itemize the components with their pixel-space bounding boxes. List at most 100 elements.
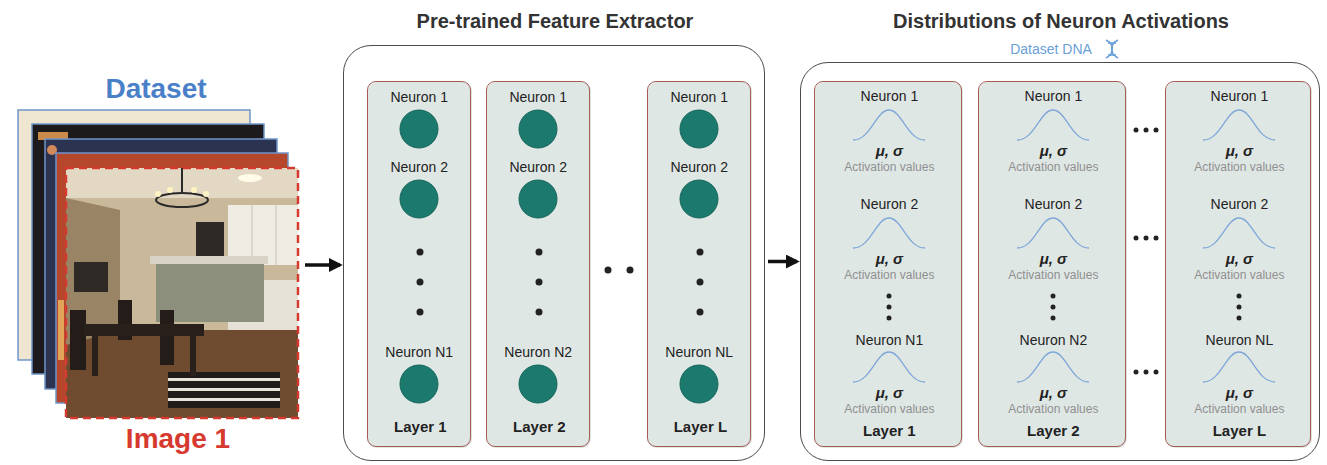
photo-chandelier	[156, 193, 208, 207]
dot	[1237, 305, 1242, 310]
dot	[536, 309, 543, 316]
photo-light	[191, 187, 197, 193]
photo-table-leg	[92, 336, 98, 376]
neuron-circle: Neuron 1	[518, 109, 558, 149]
neuron-shape	[679, 364, 719, 404]
dot	[1144, 236, 1149, 241]
bell-curve	[853, 218, 925, 248]
bell-curves	[853, 110, 1275, 382]
layer-fill	[487, 82, 591, 448]
neuron-shape	[679, 179, 719, 219]
layer-column: Neuron 1μ, σActivation valuesNeuron 2μ, …	[1165, 81, 1311, 447]
flow-arrow	[768, 260, 797, 264]
neuron-shape	[518, 109, 558, 149]
bell-curve	[1017, 352, 1089, 382]
photo-floor	[66, 330, 298, 418]
stat-label: μ, σ	[876, 384, 903, 402]
layer-column: Neuron 1Neuron 2Neuron N1Layer 1	[367, 81, 471, 447]
stat-label: μ, σ	[876, 142, 903, 160]
photo-rug-stripe	[168, 398, 280, 401]
dot	[627, 267, 634, 274]
photo-light	[203, 191, 209, 197]
neuron-circle: Neuron N2	[518, 364, 558, 404]
neuron-label: Neuron N1	[856, 332, 924, 349]
photo-rug-stripe	[168, 378, 280, 381]
neuron-label: Neuron 2	[1025, 196, 1083, 213]
neuron-shape	[518, 179, 558, 219]
neuron-circle-shape	[680, 365, 718, 403]
neuron-circle: Neuron 2	[399, 179, 439, 219]
neuron-circle-shape	[519, 180, 557, 218]
neuron-shape	[399, 109, 439, 149]
dna-rung	[1108, 54, 1116, 56]
dot	[1144, 370, 1149, 375]
dna-strand	[1106, 40, 1118, 58]
stat-label: μ, σ	[876, 250, 903, 268]
dot	[417, 309, 424, 316]
dot	[887, 316, 892, 321]
neuron-label: Neuron 1	[390, 89, 448, 106]
neuron-label: Neuron 1	[1025, 88, 1083, 105]
layer-column: Neuron 1 Neuron 2 Neuron N2 Layer 2	[486, 81, 590, 447]
layer-column: Neuron 1μ, σActivation valuesNeuron 2μ, …	[814, 81, 962, 447]
dot	[1237, 294, 1242, 299]
neuron-shape	[399, 364, 439, 404]
photo-light	[155, 191, 161, 197]
neuron-label: Neuron 2	[861, 196, 919, 213]
bell-curve	[1203, 110, 1275, 140]
photo-chandelier-chain	[181, 168, 183, 193]
layer-fill	[979, 82, 1127, 448]
stat-label: μ, σ	[1226, 142, 1253, 160]
axis-label: Activation values	[844, 402, 934, 416]
panel-box: Neuron 1μ, σActivation valuesNeuron 2μ, …	[800, 62, 1320, 461]
dot	[1051, 294, 1056, 299]
layer-column: Neuron 1μ, σActivation valuesNeuron 2μ, …	[978, 81, 1126, 447]
neuron-label: Neuron 2	[1211, 196, 1269, 213]
photo-cabinet-line	[276, 205, 277, 265]
dot	[1051, 305, 1056, 310]
axis-label: Activation values	[1194, 268, 1284, 282]
photo-table	[84, 324, 204, 336]
dot	[417, 249, 424, 256]
dot	[697, 279, 704, 286]
neuron-label: Neuron 1	[509, 89, 567, 106]
neuron-label: Neuron 2	[509, 159, 567, 176]
neuron-circle: Neuron N1	[399, 364, 439, 404]
dna-rung	[1108, 42, 1116, 44]
dot	[605, 267, 612, 274]
bell-curve	[1203, 352, 1275, 382]
photo-chair	[160, 310, 174, 365]
neuron-label: Neuron NL	[1206, 332, 1274, 349]
bell-curve	[853, 352, 925, 382]
axis-label: Activation values	[844, 268, 934, 282]
layer-fill	[1166, 82, 1312, 448]
axis-label: Activation values	[1008, 160, 1098, 174]
panel-title: Pre-trained Feature Extractor	[417, 9, 694, 33]
neuron-circle: Neuron 2	[518, 179, 558, 219]
dashed-frame	[66, 168, 298, 418]
stat-label: μ, σ	[1040, 142, 1067, 160]
image-label: Image 1	[126, 422, 230, 456]
layer-label: Layer 2	[513, 418, 566, 436]
dot	[697, 309, 704, 316]
dot	[1134, 236, 1139, 241]
layer-fill	[815, 82, 963, 448]
neuron-label: Neuron N2	[1020, 332, 1088, 349]
neuron-label: Neuron 2	[670, 159, 728, 176]
bell-curve	[1017, 110, 1089, 140]
neuron-circle-shape	[400, 110, 438, 148]
photo-wall	[66, 168, 298, 418]
dot	[887, 305, 892, 310]
layer-label: Layer L	[674, 418, 727, 436]
neuron-circle-shape	[400, 365, 438, 403]
dot	[1154, 128, 1159, 133]
neuron-circle-shape	[519, 110, 557, 148]
neuron-circle: Neuron 1	[399, 109, 439, 149]
dot	[536, 279, 543, 286]
photo-ceiling-light	[238, 174, 262, 182]
bell-curve	[1017, 218, 1089, 248]
stat-label: μ, σ	[1226, 250, 1253, 268]
dot	[1134, 370, 1139, 375]
